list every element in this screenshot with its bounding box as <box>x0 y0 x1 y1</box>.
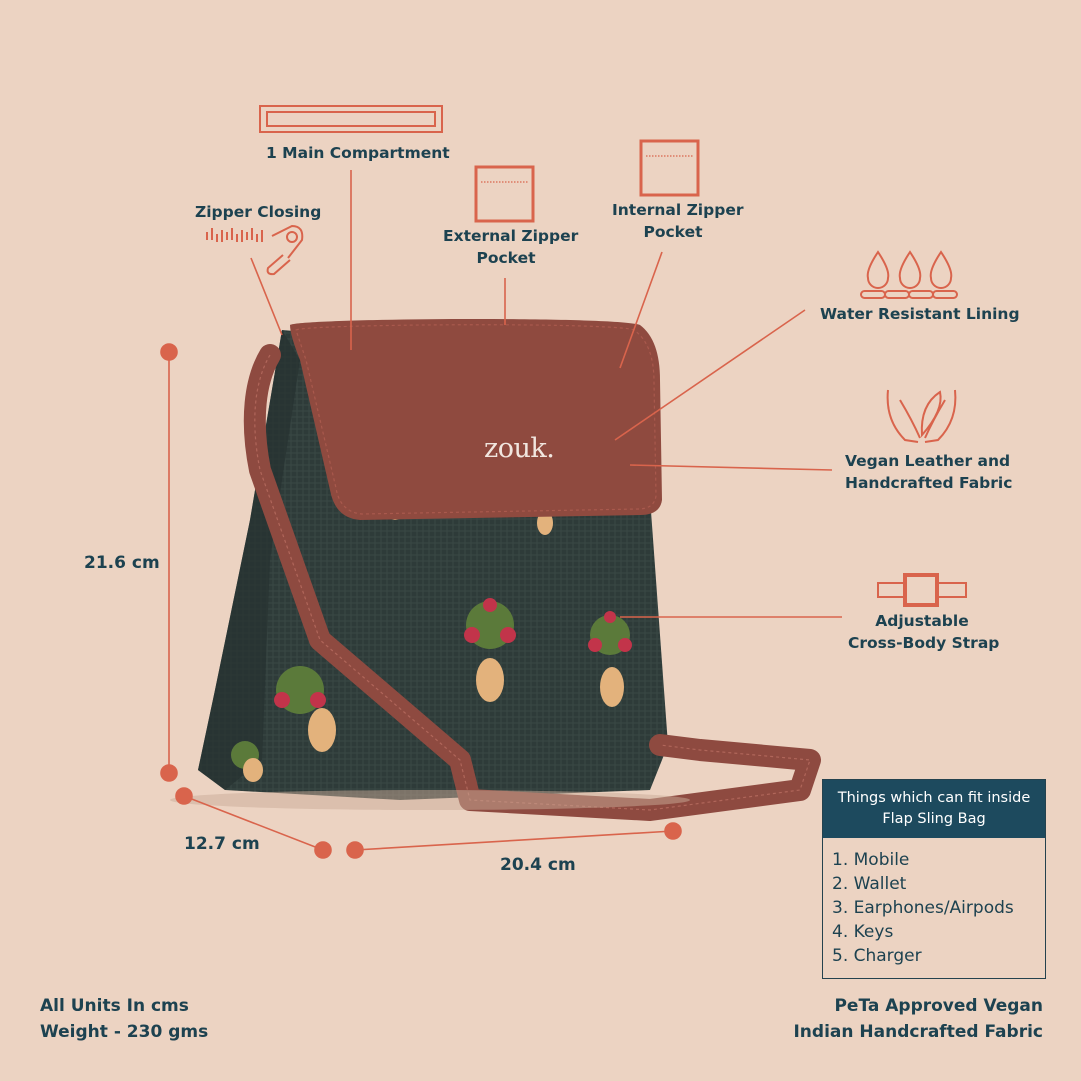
fit-inside-box: Things which can fit inside Flap Sling B… <box>822 779 1046 979</box>
external-pocket-label: External Zipper Pocket <box>443 225 579 269</box>
external-pocket-line1: External Zipper <box>443 227 579 245</box>
water-resistant-label: Water Resistant Lining <box>820 305 1020 323</box>
vegan-leather-label: Vegan Leather and Handcrafted Fabric <box>845 450 1013 494</box>
footer-right: PeTa Approved Vegan Indian Handcrafted F… <box>793 993 1043 1045</box>
weight-note: Weight - 230 gms <box>40 1022 209 1042</box>
strap-line2: Cross-Body Strap <box>848 634 1000 652</box>
main-compartment-label: 1 Main Compartment <box>266 144 450 162</box>
list-item: 4. Keys <box>832 922 894 942</box>
fit-inside-list: 1. Mobile 2. Wallet 3. Earphones/Airpods… <box>823 838 1045 968</box>
width-dimension: 20.4 cm <box>500 855 576 875</box>
zipper-pocket-icon <box>639 139 700 197</box>
zipper-pull-icon <box>206 224 304 276</box>
peta-note: PeTa Approved Vegan <box>834 996 1043 1016</box>
water-drops-icon <box>860 250 958 299</box>
strap-line1: Adjustable <box>875 612 969 630</box>
strap-label: Adjustable Cross-Body Strap <box>848 610 1000 654</box>
vegan-leather-line2: Handcrafted Fabric <box>845 474 1013 492</box>
internal-pocket-label: Internal Zipper Pocket <box>612 199 744 243</box>
list-item: 5. Charger <box>832 946 922 966</box>
fabric-note: Indian Handcrafted Fabric <box>793 1022 1043 1042</box>
units-note: All Units In cms <box>40 996 189 1016</box>
height-dimension: 21.6 cm <box>84 553 160 573</box>
list-item: 3. Earphones/Airpods <box>832 898 1014 918</box>
dimension-markers <box>160 343 682 859</box>
fit-inside-title-line2: Flap Sling Bag <box>882 811 986 827</box>
vegan-leather-line1: Vegan Leather and <box>845 452 1011 470</box>
compartment-icon <box>259 105 443 133</box>
list-item: 1. Mobile <box>832 850 910 870</box>
zipper-closing-label: Zipper Closing <box>195 203 322 221</box>
brand-logo: zouk. <box>484 433 555 464</box>
strap-buckle-icon <box>877 573 967 607</box>
internal-pocket-line2: Pocket <box>643 223 703 241</box>
depth-dimension: 12.7 cm <box>184 834 260 854</box>
bag-image <box>170 318 821 821</box>
internal-pocket-line1: Internal Zipper <box>612 201 744 219</box>
hands-leaf-icon <box>886 389 957 443</box>
list-item: 2. Wallet <box>832 874 907 894</box>
fit-inside-header: Things which can fit inside Flap Sling B… <box>823 780 1045 838</box>
leader-lines <box>250 170 842 618</box>
fit-inside-title-line1: Things which can fit inside <box>837 790 1031 806</box>
external-pocket-line2: Pocket <box>476 249 536 267</box>
zipper-pocket-icon <box>474 165 535 223</box>
footer-left: All Units In cms Weight - 230 gms <box>40 993 208 1045</box>
